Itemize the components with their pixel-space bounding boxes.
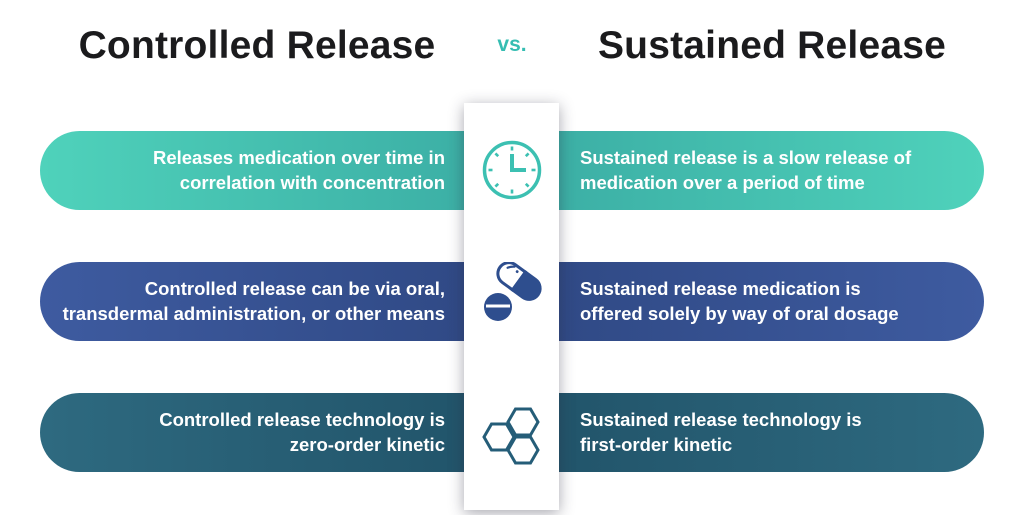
- row2-right-text: Sustained release medication is offered …: [580, 277, 899, 324]
- row3-right-text: Sustained release technology is first-or…: [580, 408, 862, 455]
- row1-right-text: Sustained release is a slow release of m…: [580, 146, 912, 193]
- page-title-right: Sustained Release: [597, 24, 947, 67]
- row1-left-text: Releases medication over time in correla…: [152, 146, 445, 193]
- clock-icon: [482, 140, 542, 200]
- capsule-tablet-icon: [484, 262, 542, 321]
- row2-left-text: Controlled release can be via oral, tran…: [62, 277, 445, 324]
- vs-label: vs.: [497, 33, 527, 56]
- page-title-left: Controlled Release: [78, 24, 436, 67]
- row3-left-text: Controlled release technology is zero-or…: [159, 408, 445, 455]
- hexagons-molecule-icon: [482, 407, 540, 465]
